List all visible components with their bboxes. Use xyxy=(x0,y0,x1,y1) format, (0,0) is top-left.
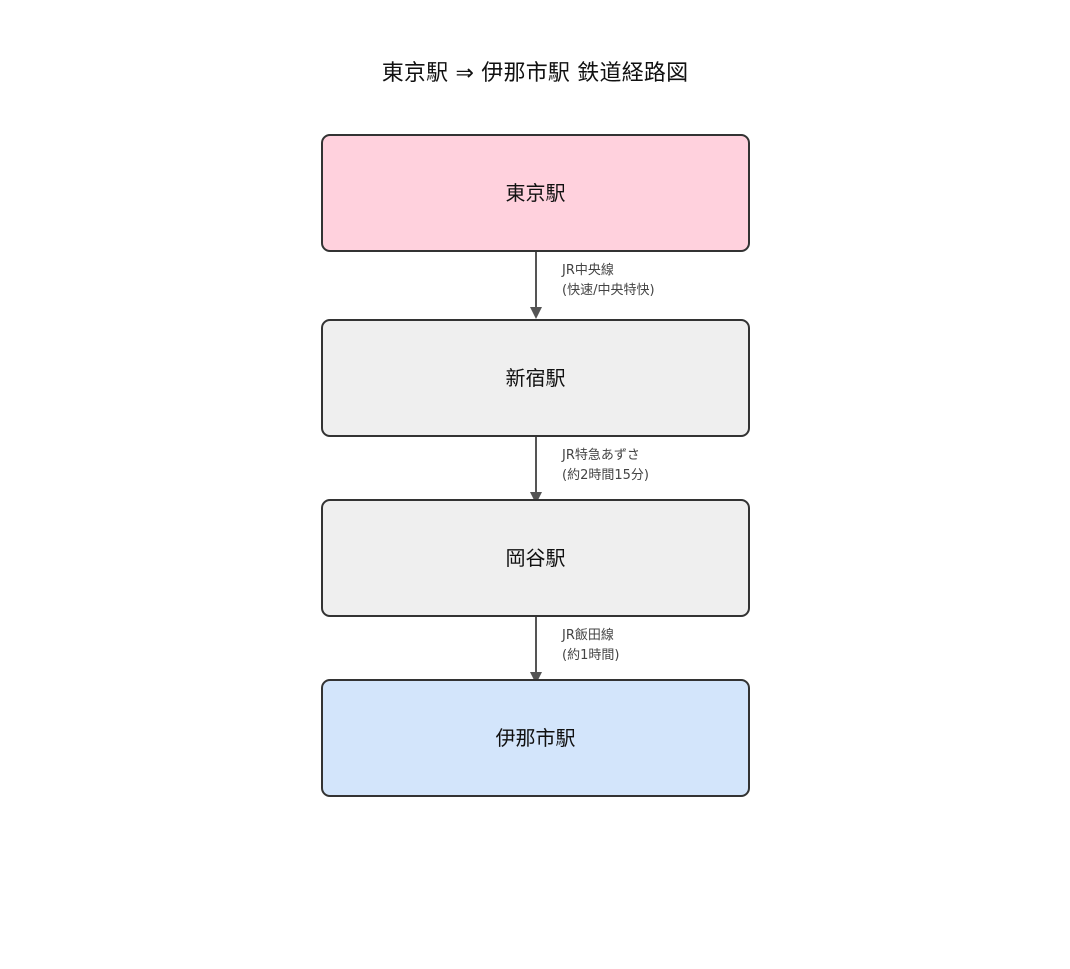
arrow-line xyxy=(535,617,537,673)
flow-node-inashi[interactable]: 伊那市駅 xyxy=(321,679,750,797)
edge-label-line-name: JR中央線 xyxy=(562,263,614,278)
diagram-title: 東京駅 ⇒ 伊那市駅 鉄道経路図 xyxy=(381,61,689,86)
flow-node-okaya[interactable]: 岡谷駅 xyxy=(321,499,750,617)
arrow-line xyxy=(535,252,537,308)
arrow-down-icon xyxy=(530,437,542,504)
arrow-down-icon xyxy=(530,617,542,684)
flow-edge-tokyo-shinjuku: JR中央線 (快速/中央特快) xyxy=(321,252,750,319)
flow-edge-label: JR中央線 (快速/中央特快) xyxy=(562,261,655,301)
flow-edge-label: JR特急あずさ (約2時間15分) xyxy=(562,446,649,486)
edge-label-line-name: JR特急あずさ xyxy=(562,448,640,463)
edge-label-line-detail: (約1時間) xyxy=(562,648,620,663)
flow-edge-okaya-inashi: JR飯田線 (約1時間) xyxy=(321,617,750,684)
flow-node-label: 伊那市駅 xyxy=(495,726,576,750)
edge-label-line-detail: (快速/中央特快) xyxy=(562,283,655,298)
arrow-line xyxy=(535,437,537,493)
flow-node-label: 新宿駅 xyxy=(505,366,566,390)
flow-node-tokyo[interactable]: 東京駅 xyxy=(321,134,750,252)
flow-edge-label: JR飯田線 (約1時間) xyxy=(562,626,619,666)
flow-edge-shinjuku-okaya: JR特急あずさ (約2時間15分) xyxy=(321,437,750,504)
edge-label-line-detail: (約2時間15分) xyxy=(562,468,649,483)
arrow-head xyxy=(530,307,542,319)
flow-node-label: 東京駅 xyxy=(505,181,566,205)
flow-node-shinjuku[interactable]: 新宿駅 xyxy=(321,319,750,437)
flow-node-label: 岡谷駅 xyxy=(505,546,566,570)
arrow-down-icon xyxy=(530,252,542,319)
edge-label-line-name: JR飯田線 xyxy=(562,628,614,643)
